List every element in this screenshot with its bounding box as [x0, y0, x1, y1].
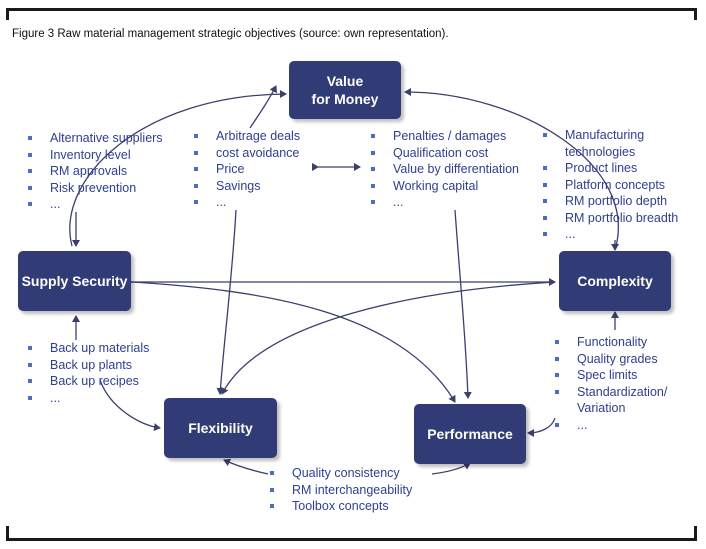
list-value-right: Penalties / damages Qualification cost V…: [371, 128, 519, 211]
arrow-value-left-up: [249, 85, 277, 129]
list-item: ...: [543, 226, 678, 243]
node-value-line1: Value: [326, 73, 364, 89]
list-item: Toolbox concepts: [270, 498, 412, 515]
node-complexity: Complexity: [559, 251, 671, 311]
list-item: RM portfolio depth: [543, 193, 678, 210]
list-item: Arbitrage deals: [194, 128, 300, 145]
node-flexibility: Flexibility: [164, 398, 277, 458]
list-item: Back up materials: [28, 340, 149, 357]
list-item: Inventory level: [28, 147, 163, 164]
list-item: cost avoidance: [194, 145, 300, 162]
list-item: Working capital: [371, 178, 519, 195]
arrow-complexity-to-value: [404, 88, 619, 251]
list-item: Functionality: [555, 334, 667, 351]
list-item: technologies: [565, 144, 636, 159]
arrow-value-left-to-flexibility: [216, 209, 237, 395]
list-item: Risk prevention: [28, 180, 163, 197]
list-item: Back up plants: [28, 357, 149, 374]
list-item: Spec limits: [555, 367, 667, 384]
frame-top-left-tick: [6, 8, 9, 20]
arrow-bottom-to-performance: [431, 462, 471, 475]
list-item: ...: [371, 194, 519, 211]
list-item: ...: [194, 194, 300, 211]
list-item: ...: [28, 196, 163, 213]
node-flexibility-label: Flexibility: [188, 420, 253, 436]
node-performance-label: Performance: [427, 426, 513, 442]
list-item: Manufacturing: [543, 127, 678, 144]
list-complexity-bottom: Functionality Quality grades Spec limits…: [555, 334, 667, 433]
list-supply-top: Alternative suppliers Inventory level RM…: [28, 130, 163, 213]
list-item: Back up recipes: [28, 373, 149, 390]
arrow-complexity-to-performance: [527, 417, 556, 437]
arrow-value-right-to-performance: [454, 209, 472, 399]
node-supply-security: Supply Security: [18, 251, 131, 311]
list-item: Savings: [194, 178, 300, 195]
frame-bottom-left-tick: [6, 526, 9, 541]
list-item: Quality grades: [555, 351, 667, 368]
list-item: RM portfolio breadth: [543, 210, 678, 227]
frame-bottom-border: [6, 538, 697, 541]
list-item: ...: [28, 390, 149, 407]
node-performance: Performance: [414, 404, 526, 464]
node-complexity-label: Complexity: [577, 273, 653, 289]
list-item: Qualification cost: [371, 145, 519, 162]
list-item: Value by differentiation: [371, 161, 519, 178]
node-value-line2: for Money: [311, 91, 379, 107]
list-item: Variation: [577, 401, 626, 415]
figure-caption: Figure 3 Raw material management strateg…: [12, 28, 449, 40]
list-complexity-top: Manufacturing technologies Product lines…: [543, 127, 678, 243]
arrow-supply-to-performance: [131, 281, 456, 403]
list-item: ...: [555, 417, 667, 434]
arrow-supply-to-value: [69, 90, 287, 247]
frame-top-right-tick: [694, 8, 697, 20]
list-item: Product lines: [543, 160, 678, 177]
list-item: Quality consistency: [270, 465, 412, 482]
arrow-complexity-to-flexibility: [221, 281, 556, 395]
list-item: Alternative suppliers: [28, 130, 163, 147]
list-item: Standardization/: [555, 384, 667, 401]
list-item: Platform concepts: [543, 177, 678, 194]
arrow-supply-to-flexibility: [99, 379, 161, 432]
list-value-left: Arbitrage deals cost avoidance Price Sav…: [194, 128, 300, 211]
frame-top-border: [6, 8, 697, 11]
node-value-for-money: Value for Money: [289, 61, 401, 119]
list-item: RM interchangeability: [270, 482, 412, 499]
frame-bottom-right-tick: [694, 526, 697, 541]
list-item: RM approvals: [28, 163, 163, 180]
list-item: Price: [194, 161, 300, 178]
list-item: Penalties / damages: [371, 128, 519, 145]
arrow-bottom-to-flexibility: [223, 458, 269, 475]
node-supply-security-label: Supply Security: [21, 273, 128, 289]
list-supply-bottom: Back up materials Back up plants Back up…: [28, 340, 149, 406]
list-bottom: Quality consistency RM interchangeabilit…: [270, 465, 412, 515]
